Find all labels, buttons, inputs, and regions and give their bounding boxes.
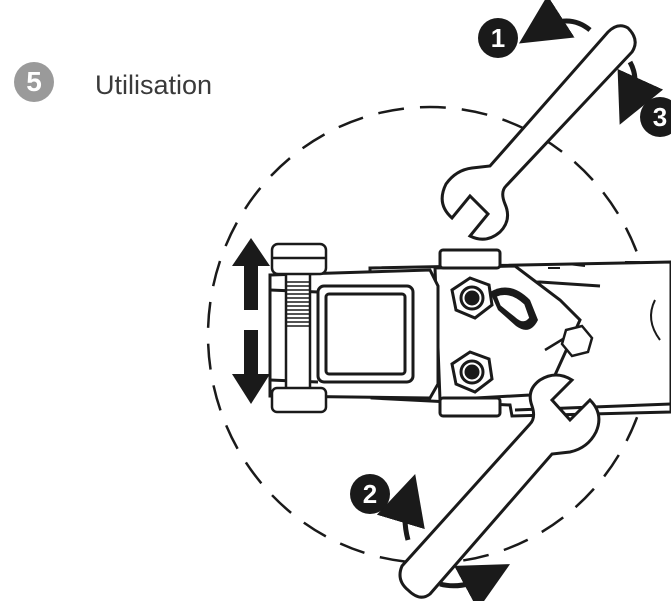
- upper-wrench: [440, 24, 637, 241]
- callout-1: 1: [478, 18, 518, 58]
- callout-2: 2: [350, 474, 390, 514]
- side-bolt: [544, 324, 594, 358]
- step-number-badge: 5: [14, 62, 54, 102]
- upper-nut: [450, 276, 494, 320]
- vertical-adjust-arrows: [232, 238, 270, 404]
- rotation-arrows: [376, 0, 664, 601]
- lower-wrench: [398, 373, 601, 599]
- callout-3: 3: [640, 97, 671, 137]
- step-title: Utilisation: [95, 70, 213, 100]
- threaded-bolt: [270, 242, 328, 414]
- square-clamp: [268, 268, 440, 400]
- svg-text:1: 1: [491, 23, 505, 53]
- svg-text:3: 3: [653, 102, 667, 132]
- svg-text:2: 2: [363, 479, 377, 509]
- lower-nut: [450, 350, 494, 394]
